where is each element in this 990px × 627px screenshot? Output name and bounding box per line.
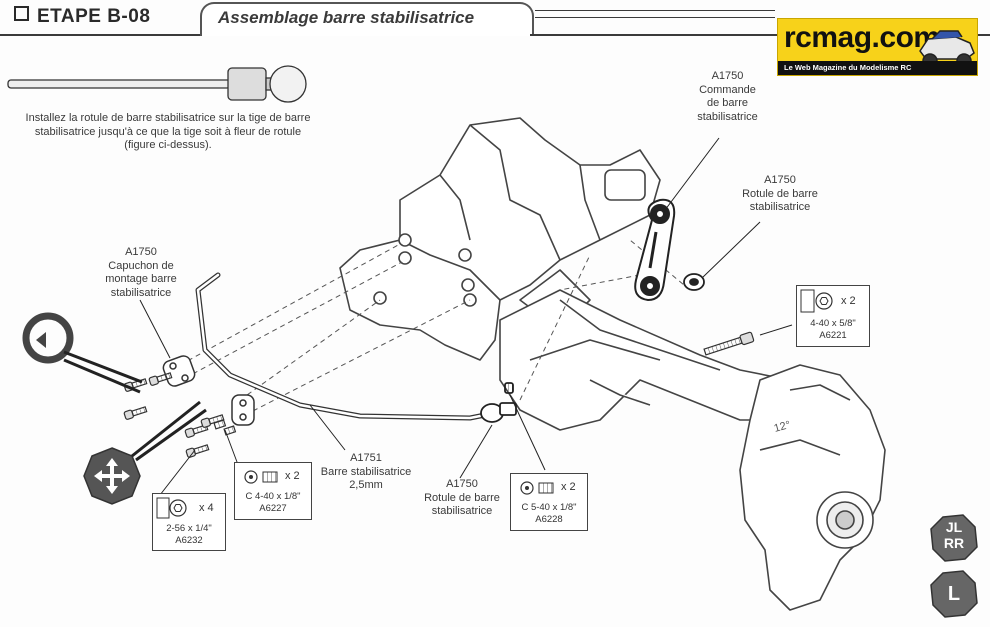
callout-ball-bottom-line2: stabilisatrice — [431, 505, 493, 517]
step-title: ETAPE B-08 — [14, 6, 150, 28]
callout-command-line3: stabilisatrice — [697, 110, 758, 123]
part-box-a6228: x 2 C 5-40 x 1/8" A6228 — [510, 473, 588, 531]
header-rule-right-1 — [535, 10, 775, 11]
callout-leaders — [139, 137, 793, 496]
part-spec-a6227: C 4-40 x 1/8" — [245, 491, 301, 502]
callout-ball-top-line2: stabilisatrice — [749, 201, 811, 213]
sway-bar-mount-caps — [162, 355, 255, 426]
callout-mount-cap-line2: montage barre — [105, 273, 177, 285]
instruction-text: Installez la rotule de barre stabilisatr… — [25, 112, 311, 151]
ball-stud-top — [683, 273, 705, 291]
part-spec-a6228: C 5-40 x 1/8" — [521, 502, 577, 513]
part-box-a6232: x 4 2-56 x 1/4" A6232 — [152, 493, 226, 551]
callout-ball-top: A1750 Rotule de barre stabilisatrice — [730, 174, 830, 215]
set-screw-icon — [244, 470, 278, 484]
screw-head-icon — [156, 497, 187, 519]
callout-bar-code: A1751 — [350, 452, 382, 464]
side-icon-l-label: L — [947, 583, 961, 605]
part-code-a6232: A6232 — [175, 535, 203, 546]
callout-ball-bottom-code: A1750 — [446, 478, 478, 490]
step-checkbox-icon — [14, 6, 29, 21]
callout-mount-cap-line3: stabilisatrice — [110, 286, 172, 299]
hex-wrench-icon — [22, 312, 143, 394]
callout-command: A1750 Commande de barre stabilisatrice — [680, 70, 775, 124]
section-title: Assemblage barre stabilisatrice — [218, 8, 475, 27]
part-count-a6228: x 2 — [561, 481, 576, 493]
set-screw-icon — [520, 481, 554, 495]
part-code-a6221: A6221 — [819, 330, 847, 341]
callout-command-code: A1750 — [711, 70, 744, 82]
header-rule-left — [0, 34, 205, 36]
callout-bar-line1: Barre stabilisatrice — [320, 465, 412, 478]
ball-stud-bottom — [480, 382, 517, 423]
part-box-a6221: x 2 4-40 x 5/8" A6221 — [796, 285, 870, 347]
callout-bar: A1751 Barre stabilisatrice 2,5mm — [306, 452, 426, 493]
sway-bar-rod-figure — [7, 65, 307, 103]
part-count-a6232: x 4 — [199, 502, 214, 514]
header-rule-right-3 — [530, 34, 990, 36]
header-rule-right-2 — [535, 17, 775, 18]
callout-mount-cap-line1: Capuchon de — [108, 259, 174, 272]
callout-ball-bottom: A1750 Rotule de barre stabilisatrice — [412, 478, 512, 519]
move-direction-icon — [83, 400, 207, 505]
side-icon-rr-label: RR — [943, 535, 965, 551]
callout-mount-cap-code: A1750 — [125, 246, 157, 258]
rcmag-logo: rcmag.com Le Web Magazine du Modelisme R… — [777, 18, 978, 76]
cap-screws — [123, 331, 755, 458]
part-code-a6228: A6228 — [535, 514, 563, 525]
part-box-a6227: x 2 C 4-40 x 1/8" A6227 — [234, 462, 312, 520]
part-count-a6221: x 2 — [841, 295, 856, 307]
callout-ball-top-line1: Rotule de barre — [742, 187, 818, 200]
part-spec-a6221: 4-40 x 5/8" — [810, 318, 856, 329]
side-icon-jl-label: JL — [945, 519, 963, 535]
part-code-a6227: A6227 — [259, 503, 287, 514]
sway-bar-command-link — [634, 198, 676, 302]
screw-head-icon — [800, 289, 833, 313]
callout-ball-top-code: A1750 — [764, 174, 796, 186]
header-tab — [200, 2, 534, 36]
side-icon-jlrr — [930, 514, 978, 562]
hub-carrier — [739, 364, 886, 611]
callout-bar-line2: 2,5mm — [349, 479, 383, 491]
callout-command-line2: de barre — [707, 97, 748, 109]
part-spec-a6232: 2-56 x 1/4" — [166, 523, 212, 534]
callout-command-line1: Commande — [699, 83, 756, 96]
arm-angle-label: 12° — [773, 419, 792, 435]
part-count-a6227: x 2 — [285, 470, 300, 482]
side-icon-l — [930, 570, 978, 618]
callout-ball-bottom-line1: Rotule de barre — [424, 491, 500, 504]
callout-mount-cap: A1750 Capuchon de montage barre stabilis… — [86, 246, 196, 300]
suspension-arm — [499, 289, 801, 431]
logo-tagline: Le Web Magazine du Modelisme RC — [778, 61, 977, 75]
